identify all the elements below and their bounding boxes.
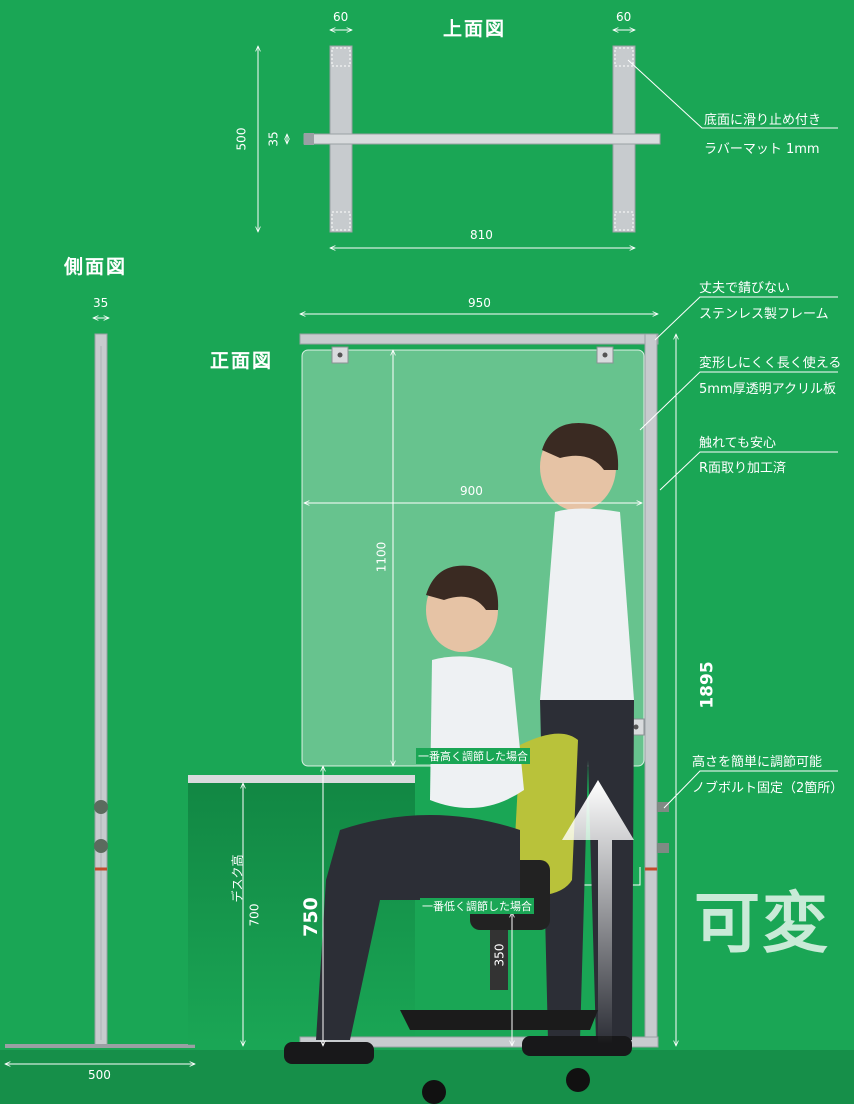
note-2-line2: ステンレス製フレーム xyxy=(699,307,829,322)
side-view-drawing xyxy=(5,318,195,1064)
top-left-rubber-top xyxy=(331,47,351,67)
frame-right-pole xyxy=(644,333,658,1047)
height-adjust-arrow xyxy=(562,780,634,1044)
note-4-line1: 触れても安心 xyxy=(699,436,776,451)
note-2-line1: 丈夫で錆びない xyxy=(699,281,791,296)
note-1-line2: ラバーマット 1mm xyxy=(704,142,820,157)
side-knob-upper xyxy=(94,800,108,814)
top-right-leg-width: 60 xyxy=(616,10,632,24)
top-right-rubber-bottom xyxy=(614,211,634,231)
panel-height-label: 1100 xyxy=(374,541,389,573)
note-4-line2: R面取り加工済 xyxy=(699,461,787,476)
lowest-setting-tag: 一番低く調節した場合 xyxy=(420,898,534,914)
panel-width-label: 900 xyxy=(460,484,483,498)
panel-bottom-height-label: 750 xyxy=(299,897,322,937)
frame-width-label: 950 xyxy=(468,296,491,310)
side-base-depth-label: 500 xyxy=(88,1068,111,1082)
top-bar-clamp xyxy=(304,133,314,145)
top-view-drawing xyxy=(258,30,838,248)
knob-bolt-lower xyxy=(657,843,669,853)
sitting-person xyxy=(284,565,524,1064)
top-left-leg-width: 60 xyxy=(333,10,349,24)
front-view-drawing xyxy=(188,296,838,1104)
desk-height-label: 700 xyxy=(247,903,262,927)
top-cross-bar xyxy=(303,133,661,145)
note-5-line1: 高さを簡単に調節可能 xyxy=(692,755,823,770)
side-thickness-label: 35 xyxy=(93,296,109,310)
top-view-title: 上面図 xyxy=(443,18,507,40)
note-3-line1: 変形しにくく長く使える xyxy=(699,356,842,371)
side-view-title: 側面図 xyxy=(64,256,128,278)
front-view-title: 正面図 xyxy=(210,350,274,372)
total-height-label: 1895 xyxy=(697,661,718,709)
highest-setting-tag: 一番高く調節した場合 xyxy=(416,748,530,764)
chair-gap-label: 350 xyxy=(492,943,507,967)
knob-bolt-upper xyxy=(657,802,669,812)
top-right-rubber-top xyxy=(614,47,634,67)
side-base xyxy=(5,1044,195,1048)
desk-height-caption: デスク高 xyxy=(230,854,245,903)
note-1-line1: 底面に滑り止め付き xyxy=(704,113,822,128)
top-bar-thickness-label: 35 xyxy=(266,131,281,147)
frame-top-bar xyxy=(299,333,659,345)
desk-top xyxy=(188,775,415,783)
top-depth-label: 500 xyxy=(234,127,249,151)
adjustable-feature-word: 可変 xyxy=(694,885,830,962)
top-left-rubber-bottom xyxy=(331,211,351,231)
side-knob-lower xyxy=(94,839,108,853)
note-3-line2: 5mm厚透明アクリル板 xyxy=(699,382,836,397)
top-span-label: 810 xyxy=(470,228,493,242)
note-5-line2: ノブボルト固定（2箇所） xyxy=(692,781,844,796)
